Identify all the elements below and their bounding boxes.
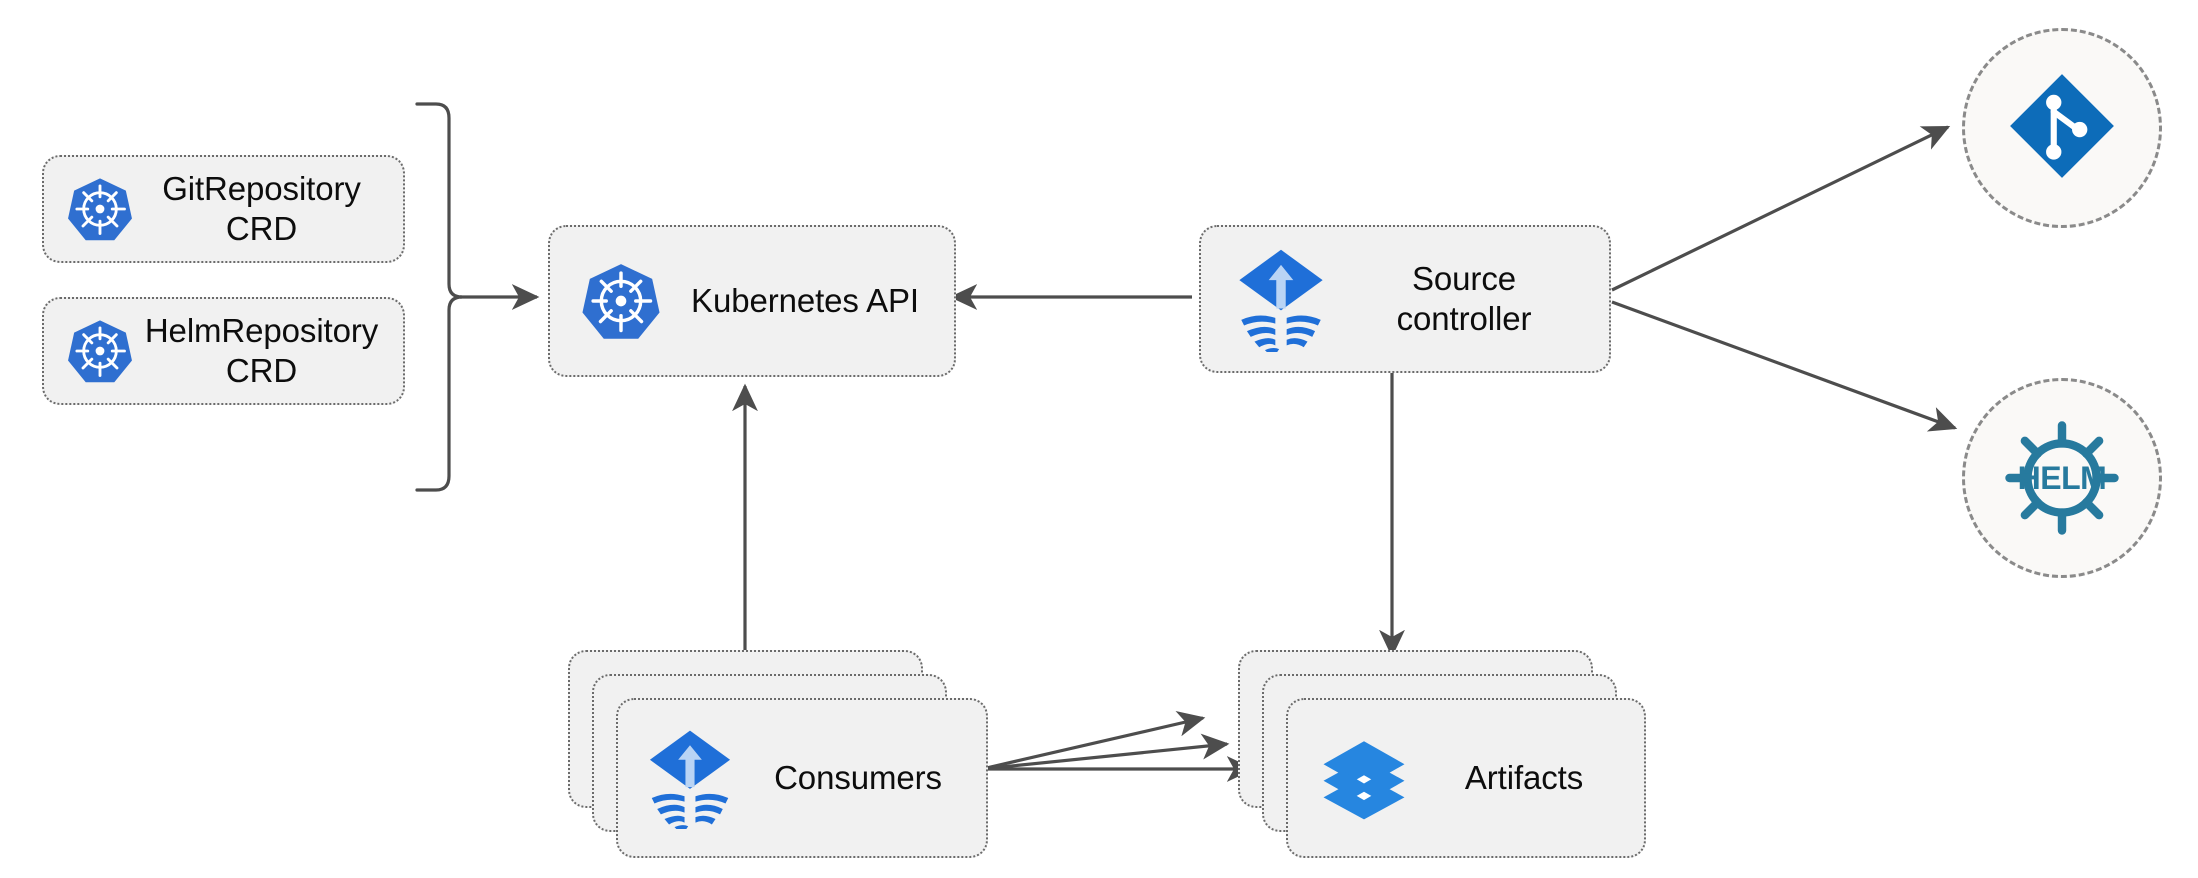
- kubernetes-icon: [66, 175, 134, 243]
- node-label: Source controller: [1396, 259, 1532, 337]
- helm-icon: HELM: [1998, 414, 2126, 542]
- node-artifacts-stack: Artifacts: [1238, 650, 1646, 858]
- node-helm-remote[interactable]: HELM: [1962, 378, 2162, 578]
- helm-wordmark: HELM: [2017, 459, 2107, 496]
- node-artifacts[interactable]: Artifacts: [1286, 698, 1646, 858]
- crd-bracket: [415, 102, 463, 492]
- kubernetes-icon: [66, 317, 134, 385]
- edge-source-controller-to-git-remote: [1611, 125, 1951, 292]
- node-consumers[interactable]: Consumers: [616, 698, 988, 858]
- edge-source-controller-to-helm-remote: [1611, 300, 1958, 432]
- edge-consumers-to-artifacts-2: [981, 733, 1230, 771]
- kubernetes-icon: [580, 260, 662, 342]
- node-kubernetes-api[interactable]: Kubernetes API: [548, 225, 956, 377]
- edge-consumers-to-artifacts-1: [981, 711, 1206, 771]
- flux-icon: [644, 727, 736, 829]
- flux-icon: [1233, 246, 1329, 352]
- layers-icon: [1318, 732, 1410, 824]
- node-label: HelmRepository CRD: [144, 311, 379, 389]
- node-source-controller[interactable]: Source controller: [1199, 225, 1611, 373]
- node-label: Kubernetes API: [691, 281, 919, 319]
- node-git-remote[interactable]: [1962, 28, 2162, 228]
- node-consumers-stack: Consumers: [568, 650, 988, 858]
- node-git-repository-crd[interactable]: GitRepository CRD: [42, 155, 405, 263]
- git-icon: [2003, 67, 2121, 190]
- node-label: GitRepository CRD: [162, 169, 361, 247]
- node-label: Consumers: [774, 758, 942, 796]
- node-label: Artifacts: [1464, 758, 1584, 796]
- node-helm-repository-crd[interactable]: HelmRepository CRD: [42, 297, 405, 405]
